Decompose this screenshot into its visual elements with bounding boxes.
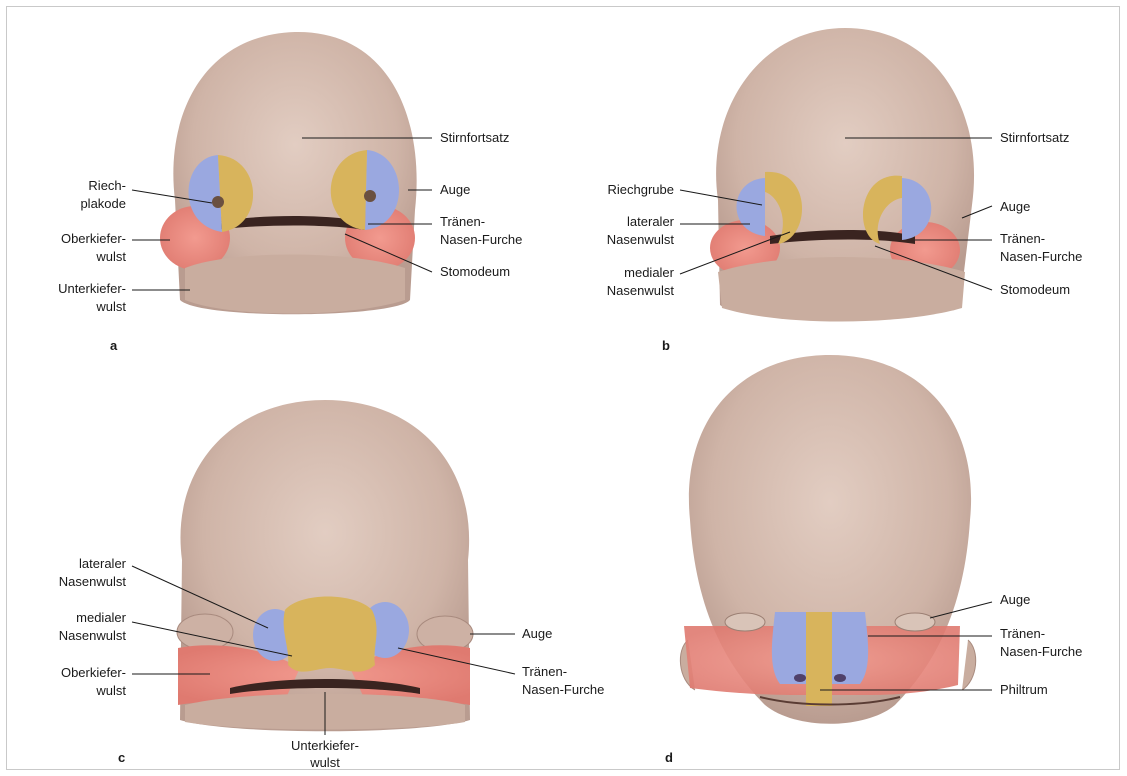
label-b-medialer-1: medialer xyxy=(624,265,675,280)
panel-b-illustration xyxy=(710,28,974,322)
label-a-stirnfortsatz: Stirnfortsatz xyxy=(440,130,509,145)
panel-d-tag: d xyxy=(665,750,673,765)
panel-a-tag: a xyxy=(110,338,118,353)
panel-b-tag: b xyxy=(662,338,670,353)
panel-a-mandibular xyxy=(185,255,405,314)
label-b-auge: Auge xyxy=(1000,199,1030,214)
panel-d-eye-right xyxy=(895,613,935,631)
label-a-stomodeum: Stomodeum xyxy=(440,264,510,279)
label-a-unterkiefer-2: wulst xyxy=(95,299,126,314)
panel-d: Auge Tränen- Nasen-Furche Philtrum d xyxy=(665,355,1082,765)
panel-d-illustration xyxy=(680,355,975,724)
panel-d-nostril-left xyxy=(794,674,806,682)
label-b-medialer-2: Nasenwulst xyxy=(607,283,675,298)
label-a-oberkiefer-1: Oberkiefer- xyxy=(61,231,126,246)
panel-a: Stirnfortsatz Riech- plakode Auge Oberki… xyxy=(58,32,522,353)
label-a-riech-1: Riech- xyxy=(88,178,126,193)
label-a-oberkiefer-2: wulst xyxy=(95,249,126,264)
label-b-stirnfortsatz: Stirnfortsatz xyxy=(1000,130,1069,145)
panel-a-pit-left xyxy=(212,196,224,208)
label-c-oberkiefer-1: Oberkiefer- xyxy=(61,665,126,680)
label-b-lateraler-2: Nasenwulst xyxy=(607,232,675,247)
label-a-unterkiefer-1: Unterkiefer- xyxy=(58,281,126,296)
panel-c-medial xyxy=(284,597,377,672)
label-c-lateraler-1: lateraler xyxy=(79,556,127,571)
label-c-oberkiefer-2: wulst xyxy=(95,683,126,698)
label-c-auge: Auge xyxy=(522,626,552,641)
label-c-medialer-1: medialer xyxy=(76,610,127,625)
label-c-lateraler-2: Nasenwulst xyxy=(59,574,127,589)
panel-d-ear-right xyxy=(962,640,976,690)
panel-b-mandibular xyxy=(718,257,965,322)
label-a-traenen-1: Tränen- xyxy=(440,214,485,229)
panel-a-illustration xyxy=(160,32,417,314)
label-c-traenen-1: Tränen- xyxy=(522,664,567,679)
label-d-traenen-1: Tränen- xyxy=(1000,626,1045,641)
label-c-unterkiefer-2: wulst xyxy=(309,755,340,770)
panel-d-nostril-right xyxy=(834,674,846,682)
label-b-stomodeum: Stomodeum xyxy=(1000,282,1070,297)
panel-c-tag: c xyxy=(118,750,125,765)
panel-d-philtrum xyxy=(806,612,832,706)
panel-c-illustration xyxy=(177,400,473,731)
label-a-riech-2: plakode xyxy=(80,196,126,211)
panel-c-eye-left xyxy=(177,614,233,650)
label-d-traenen-2: Nasen-Furche xyxy=(1000,644,1082,659)
panel-c: lateraler Nasenwulst medialer Nasenwulst… xyxy=(59,400,605,770)
panel-a-pit-right xyxy=(364,190,376,202)
label-a-traenen-2: Nasen-Furche xyxy=(440,232,522,247)
label-b-lateraler-1: lateraler xyxy=(627,214,675,229)
panel-b: Stirnfortsatz Riechgrube Auge lateraler … xyxy=(607,28,1083,353)
label-b-traenen-1: Tränen- xyxy=(1000,231,1045,246)
panel-d-eye-left xyxy=(725,613,765,631)
label-b-riechgrube: Riechgrube xyxy=(608,182,675,197)
label-a-auge: Auge xyxy=(440,182,470,197)
label-d-philtrum: Philtrum xyxy=(1000,682,1048,697)
label-d-auge: Auge xyxy=(1000,592,1030,607)
label-c-unterkiefer-1: Unterkiefer- xyxy=(291,738,359,753)
label-c-medialer-2: Nasenwulst xyxy=(59,628,127,643)
label-c-traenen-2: Nasen-Furche xyxy=(522,682,604,697)
label-b-traenen-2: Nasen-Furche xyxy=(1000,249,1082,264)
